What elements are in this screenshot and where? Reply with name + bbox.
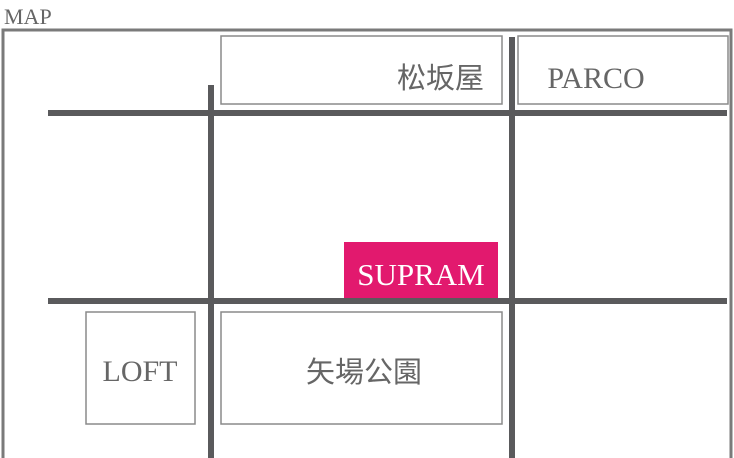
road-west	[208, 85, 214, 458]
building-matsuzakaya	[220, 35, 503, 105]
supram-marker	[344, 242, 498, 298]
label-parco: PARCO	[547, 62, 644, 95]
building-parco	[517, 35, 729, 105]
road-north	[48, 110, 727, 116]
road-south	[48, 298, 727, 304]
label-matsuzakaya: 松坂屋	[397, 62, 484, 95]
park-yaba	[220, 311, 503, 425]
map-frame	[1, 28, 733, 458]
roads	[48, 37, 727, 458]
label-supram: SUPRAM	[357, 257, 485, 292]
road-east	[509, 37, 515, 458]
building-loft	[85, 311, 196, 425]
label-loft: LOFT	[103, 355, 178, 388]
label-yaba-park: 矢場公園	[306, 356, 422, 389]
map-title: MAP	[4, 4, 52, 29]
